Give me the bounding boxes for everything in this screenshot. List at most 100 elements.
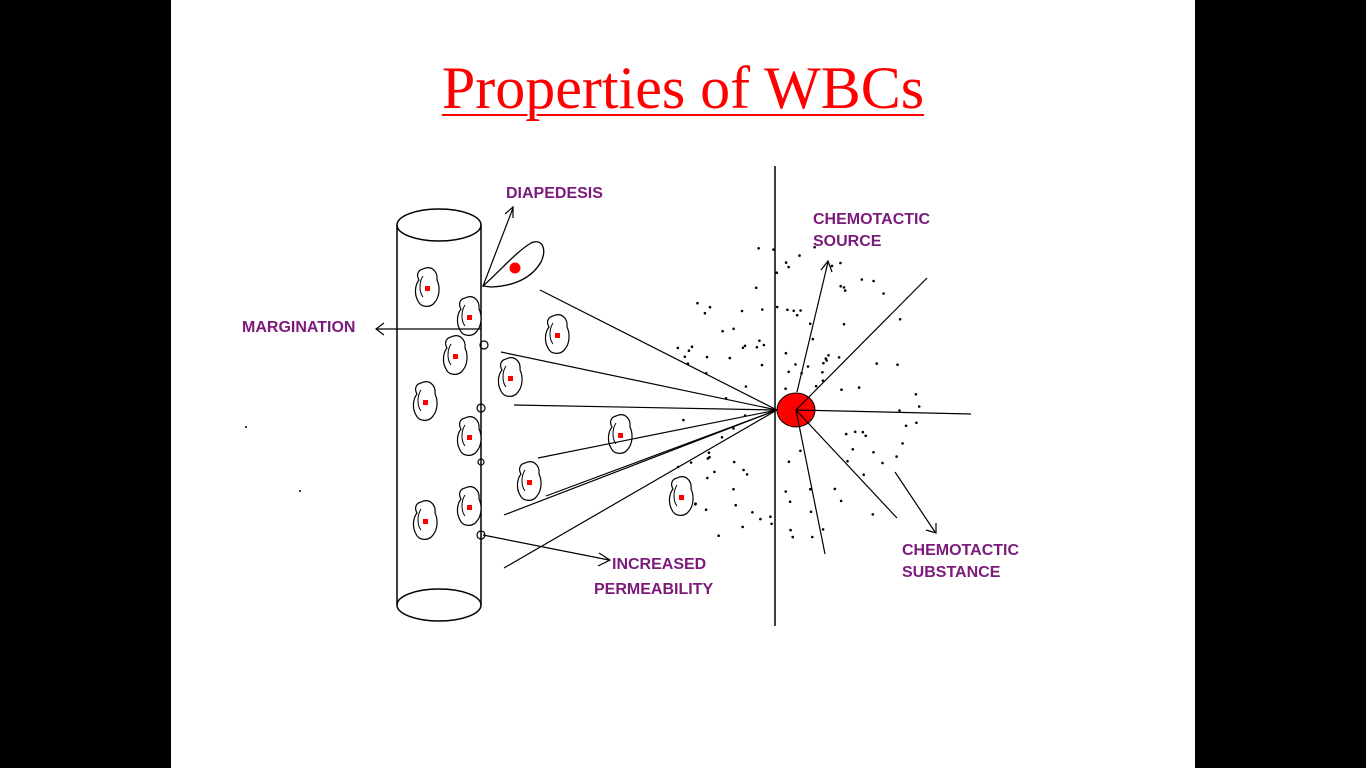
chemotactic-dot	[784, 351, 788, 355]
chemotactic-dot	[732, 327, 735, 331]
wbc-cell	[412, 500, 438, 540]
wbc-cell	[668, 476, 694, 516]
slide: Properties of WBCs	[171, 0, 1195, 768]
wbc-cell	[607, 414, 633, 454]
chemotactic-dot	[811, 535, 814, 539]
chemotactic-dot	[703, 311, 707, 315]
chemotactic-dot	[751, 511, 754, 514]
chemotactic-dot	[872, 451, 875, 454]
chemotactic-dot	[769, 515, 772, 518]
chemotactic-dot	[706, 476, 709, 480]
chemotactic-dot	[740, 309, 744, 313]
chemotactic-dot	[799, 309, 802, 312]
chemotactic-dot	[857, 386, 861, 389]
chemotactic-dot	[676, 346, 680, 350]
chemotactic-dot	[762, 343, 766, 347]
chemotactic-dot	[732, 460, 736, 464]
label-chemotactic-source-1: CHEMOTACTIC	[813, 211, 930, 228]
chemotactic-dot	[682, 418, 685, 422]
wbc-cell	[442, 335, 468, 375]
chemotactic-dot	[822, 361, 825, 365]
chemotactic-dot	[761, 308, 764, 311]
chemotactic-dot	[827, 354, 830, 357]
chemotactic-dot	[787, 370, 790, 374]
chemotactic-dot	[896, 363, 899, 367]
chemotactic-dot	[732, 427, 735, 430]
chemotactic-dot	[741, 525, 744, 529]
wbc-cell	[456, 296, 482, 336]
chemotactic-dot	[717, 534, 720, 537]
chemotactic-dot	[788, 500, 792, 504]
chemotactic-dot	[704, 508, 708, 512]
chemotactic-dot	[720, 436, 724, 439]
chemotactic-dot	[864, 434, 867, 438]
chemotactic-dot	[917, 405, 921, 408]
chemotactic-dot	[792, 309, 795, 313]
chemotactic-dot	[694, 503, 697, 506]
wbc-cell	[456, 416, 482, 456]
wbc-cell	[516, 461, 542, 501]
label-increased-permeability-1: INCREASED	[612, 556, 706, 573]
chemotactic-dot	[821, 379, 825, 383]
chemotactic-dot	[689, 461, 693, 464]
chemotactic-dot	[833, 487, 837, 491]
chemotactic-dot	[760, 363, 764, 367]
wbc-cells	[412, 267, 694, 540]
wbc-cell	[412, 381, 438, 421]
chemotactic-dot	[734, 503, 737, 507]
converging-lines	[500, 289, 778, 569]
chemotactic-dot	[787, 460, 791, 464]
chemotactic-dot	[775, 305, 779, 309]
chemotactic-dot	[743, 344, 747, 348]
label-diapedesis: DIAPEDESIS	[506, 185, 603, 202]
chemotactic-dot	[728, 356, 732, 360]
chemotactic-dot	[732, 487, 735, 491]
chemotactic-dot	[704, 372, 708, 375]
chemotactic-dot	[861, 430, 865, 434]
chemotactic-dot	[809, 487, 812, 491]
chemotactic-dot	[795, 313, 799, 317]
chemotactic-dot	[705, 355, 709, 359]
stray-speck	[245, 426, 247, 428]
chemotactic-substance-dots	[676, 245, 921, 539]
chemotactic-dot	[839, 499, 843, 503]
chemotactic-dot	[713, 470, 716, 474]
chemotactic-dot	[707, 451, 711, 455]
chemotactic-dot	[786, 308, 789, 312]
chemotactic-dot	[676, 465, 680, 469]
chemotactic-dot	[862, 473, 865, 477]
chemotactic-dot	[901, 442, 904, 445]
chemotactic-dot	[745, 473, 749, 476]
chemotactic-dot	[742, 468, 745, 472]
slide-title: Properties of WBCs	[441, 55, 925, 121]
chemotactic-dot	[784, 387, 787, 391]
chemotactic-dot	[871, 513, 875, 516]
chemotactic-dot	[808, 322, 812, 326]
chemotactic-dot	[821, 528, 825, 531]
wbc-properties-diagram: DIAPEDESIS MARGINATION CHEMOTACTIC SOURC…	[242, 166, 1019, 626]
chemotactic-dot	[846, 459, 849, 463]
chemotactic-dot	[775, 271, 779, 275]
chemotactic-dot	[721, 329, 724, 333]
chemotactic-dot	[844, 432, 848, 436]
chemotactic-dot	[839, 261, 842, 265]
chemotactic-dot	[686, 362, 690, 366]
chemotactic-dot	[724, 397, 728, 400]
chemotactic-dot	[787, 265, 790, 269]
label-chemotactic-source-2: SOURCE	[813, 233, 882, 250]
chemotactic-dot	[741, 346, 745, 350]
vessel-wall-pores	[476, 340, 489, 540]
chemotactic-dot	[811, 337, 815, 341]
chemotactic-dot	[914, 393, 918, 396]
chemotactic-dot	[842, 286, 846, 289]
label-chemotactic-substance-2: SUBSTANCE	[902, 564, 1001, 581]
chemotactic-dot	[791, 535, 794, 539]
chemotactic-dot	[882, 292, 885, 295]
chemotactic-dot	[696, 301, 699, 305]
wbc-cell	[414, 267, 440, 307]
chemotactic-dot	[759, 517, 762, 521]
chemotactic-dot	[837, 356, 841, 359]
chemotactic-dot	[754, 286, 758, 290]
chemotactic-dot	[757, 247, 760, 250]
chemotactic-dot	[872, 279, 875, 283]
